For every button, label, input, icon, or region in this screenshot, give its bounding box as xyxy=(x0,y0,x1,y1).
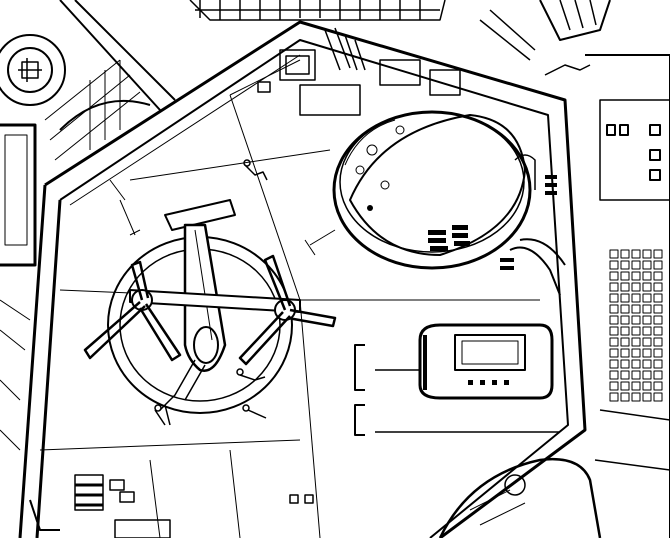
building-window xyxy=(621,338,629,346)
building-window xyxy=(654,360,662,368)
building-window xyxy=(610,261,618,269)
building-window xyxy=(643,250,651,258)
building-window xyxy=(632,316,640,324)
right-buildings xyxy=(545,55,670,538)
building-window xyxy=(643,261,651,269)
building-window xyxy=(643,327,651,335)
building-window xyxy=(610,272,618,280)
top-buildings xyxy=(190,0,610,60)
building-window xyxy=(621,382,629,390)
building-window xyxy=(632,349,640,357)
building-window xyxy=(654,283,662,291)
left-buildings xyxy=(0,0,175,450)
building-window xyxy=(610,316,618,324)
building-window xyxy=(654,316,662,324)
building-window xyxy=(643,272,651,280)
building-window xyxy=(632,371,640,379)
building-window xyxy=(643,393,651,401)
building-window xyxy=(632,261,640,269)
building-window xyxy=(643,371,651,379)
building-window xyxy=(621,349,629,357)
building-window xyxy=(654,272,662,280)
building-window xyxy=(632,327,640,335)
roof-wall xyxy=(20,22,585,538)
building-window xyxy=(621,360,629,368)
building-window xyxy=(610,294,618,302)
building-window xyxy=(610,305,618,313)
building-window xyxy=(654,349,662,357)
building-window xyxy=(654,338,662,346)
building-window xyxy=(632,294,640,302)
building-window xyxy=(632,250,640,258)
building-window xyxy=(654,261,662,269)
building-window xyxy=(643,283,651,291)
tiltrotor-aircraft xyxy=(85,200,335,410)
building-window xyxy=(610,250,618,258)
dome-structure xyxy=(334,112,565,295)
bottom-structures xyxy=(30,459,600,538)
building-window xyxy=(610,393,618,401)
building-window xyxy=(632,360,640,368)
building-window xyxy=(632,393,640,401)
building-window xyxy=(632,338,640,346)
building-window xyxy=(621,327,629,335)
building-window xyxy=(654,393,662,401)
building-window xyxy=(621,305,629,313)
building-window xyxy=(621,393,629,401)
building-window xyxy=(654,382,662,390)
building-window xyxy=(621,371,629,379)
building-window xyxy=(654,294,662,302)
van xyxy=(420,325,552,398)
building-window xyxy=(610,338,618,346)
building-window xyxy=(632,272,640,280)
building-window xyxy=(621,283,629,291)
building-window xyxy=(654,305,662,313)
building-window xyxy=(610,371,618,379)
building-window xyxy=(643,338,651,346)
building-window xyxy=(621,272,629,280)
building-window xyxy=(610,382,618,390)
building-window xyxy=(632,305,640,313)
building-window xyxy=(643,360,651,368)
building-window xyxy=(632,382,640,390)
building-window xyxy=(621,316,629,324)
roof-floor-lines xyxy=(40,60,540,538)
building-window xyxy=(610,349,618,357)
building-window xyxy=(621,261,629,269)
building-window xyxy=(654,371,662,379)
building-window xyxy=(643,382,651,390)
building-window xyxy=(654,250,662,258)
building-window xyxy=(643,349,651,357)
building-window xyxy=(643,294,651,302)
building-window xyxy=(632,283,640,291)
building-window xyxy=(610,283,618,291)
parking-markings xyxy=(355,345,560,435)
building-window xyxy=(621,250,629,258)
building-window xyxy=(654,327,662,335)
building-window xyxy=(643,305,651,313)
people xyxy=(155,160,267,425)
building-window xyxy=(610,327,618,335)
roof-machinery xyxy=(258,28,460,115)
building-window xyxy=(610,360,618,368)
building-window xyxy=(621,294,629,302)
building-window xyxy=(643,316,651,324)
